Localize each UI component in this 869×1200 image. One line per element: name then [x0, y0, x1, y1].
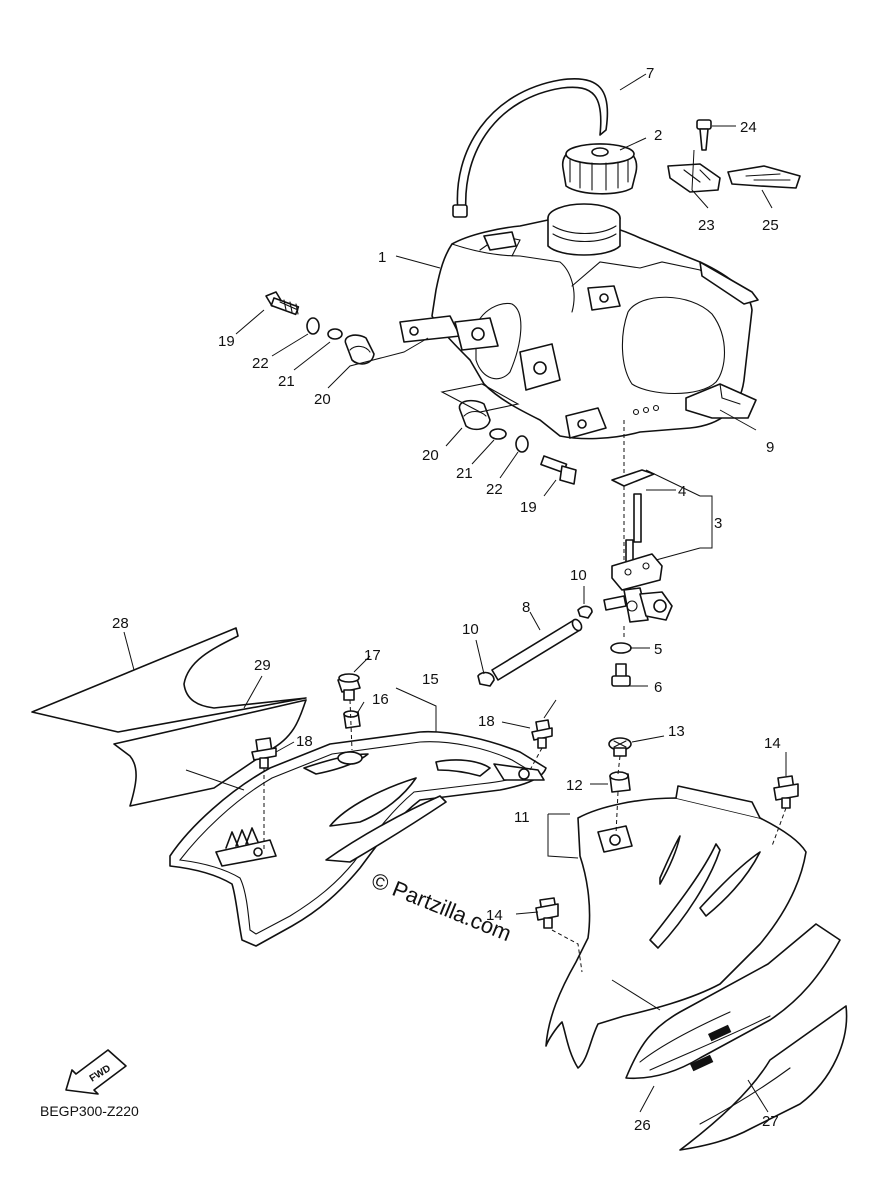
callout-10-lower: 10	[462, 621, 479, 638]
dash-14-left	[551, 929, 583, 973]
graphic-26	[625, 923, 841, 1080]
callout-19-lower: 19	[520, 499, 537, 516]
callout-21-upper: 21	[278, 373, 295, 390]
bolt-13	[608, 737, 632, 757]
diagram-code: BEGP300-Z220	[40, 1103, 139, 1119]
washer-22-upper	[306, 317, 320, 335]
callout-1: 1	[378, 249, 386, 266]
graphic-28	[31, 627, 307, 733]
callout-24: 24	[740, 119, 757, 136]
callout-6: 6	[654, 679, 662, 696]
callout-8: 8	[522, 599, 530, 616]
callout-14-right: 14	[764, 735, 781, 752]
grommet-16	[343, 710, 361, 729]
callout-9: 9	[766, 439, 774, 456]
callout-7: 7	[646, 65, 654, 82]
callout-3: 3	[714, 515, 722, 532]
washer-5	[610, 642, 632, 654]
dash-13	[615, 755, 621, 835]
fwd-arrow-icon: FWD	[65, 1049, 127, 1095]
bolt-18-left	[251, 737, 277, 769]
callout-15: 15	[422, 671, 439, 688]
callout-5: 5	[654, 641, 662, 658]
bolt-24	[696, 119, 712, 151]
bolt-14-right	[773, 775, 799, 809]
dash-17	[349, 699, 353, 751]
callout-10-upper: 10	[570, 567, 587, 584]
callout-18-left: 18	[296, 733, 313, 750]
callout-16: 16	[372, 691, 389, 708]
clip-10-upper	[577, 605, 593, 619]
callout-18-right: 18	[478, 713, 495, 730]
callout-20-lower: 20	[422, 447, 439, 464]
callout-14-left: 14	[486, 907, 503, 924]
mount-plate-outline	[440, 383, 520, 413]
bolt-19-lower	[540, 455, 577, 485]
callout-25: 25	[762, 217, 779, 234]
callout-22-lower: 22	[486, 481, 503, 498]
fuel-cock-3	[603, 493, 673, 623]
band-25	[727, 165, 801, 189]
fuel-hose-8	[491, 618, 583, 681]
callout-2: 2	[654, 127, 662, 144]
bolt-18-right	[531, 719, 553, 749]
callout-29: 29	[254, 657, 271, 674]
screw-17	[337, 673, 361, 701]
bolt-14-left	[535, 897, 559, 929]
graphic-27	[679, 1005, 848, 1151]
callout-19-upper: 19	[218, 333, 235, 350]
callout-13: 13	[668, 723, 685, 740]
callout-28: 28	[112, 615, 129, 632]
callout-27: 27	[762, 1113, 779, 1130]
breather-hose	[452, 78, 609, 218]
callout-26: 26	[634, 1117, 651, 1134]
collar-21-upper	[327, 328, 343, 340]
washer-22-lower	[515, 435, 529, 453]
damper-20-upper	[344, 334, 375, 365]
gasket-4	[611, 469, 655, 487]
graphic-29	[113, 699, 307, 807]
callout-4: 4	[678, 483, 686, 500]
callout-20-upper: 20	[314, 391, 331, 408]
callout-22-upper: 22	[252, 355, 269, 372]
callout-23: 23	[698, 217, 715, 234]
collar-21-lower	[489, 428, 507, 440]
damper-20-lower	[458, 399, 491, 431]
grommet-12	[609, 771, 631, 793]
fuel-tank	[399, 203, 759, 440]
callout-11: 11	[514, 809, 530, 826]
fuel-cap	[562, 143, 638, 195]
screw-6	[611, 663, 631, 687]
callout-12: 12	[566, 777, 583, 794]
leader-lines	[123, 73, 787, 1113]
side-cover-right-11	[545, 785, 807, 1069]
callouts: 1 2 3 4 5 6 7 8 9 10 10 11 12 13 14 14 1…	[112, 65, 781, 1134]
bolt-19-upper	[265, 291, 300, 316]
bracket-23	[667, 163, 721, 193]
callout-21-lower: 21	[456, 465, 473, 482]
pad-9	[685, 383, 757, 419]
clip-10-lower	[477, 671, 495, 687]
callout-17: 17	[364, 647, 381, 664]
